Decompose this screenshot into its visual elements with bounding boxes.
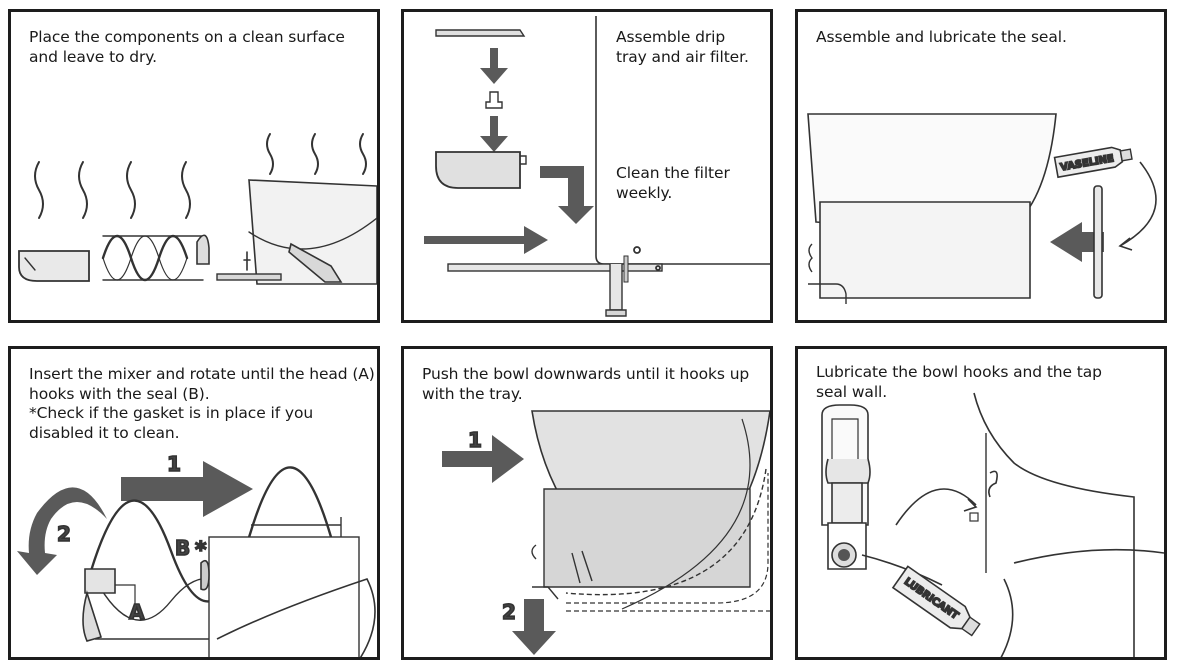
step-3-caption: Assemble and lubricate the seal.	[816, 28, 1067, 48]
caption-line: *Check if the gasket is in place if you	[29, 404, 314, 422]
label-a: A	[129, 600, 145, 624]
caption-line: Lubricate the bowl hooks and the tap	[816, 363, 1102, 381]
step-5-caption: Push the bowl downwards until it hooks u…	[422, 365, 749, 404]
mixer-insertion-illustration: 1 2 A B *	[17, 451, 376, 657]
step-number-1: 1	[468, 428, 482, 452]
caption-line: disabled it to clean.	[29, 423, 180, 442]
step-number-2: 2	[57, 522, 71, 546]
svg-text:*: *	[195, 538, 207, 563]
caption-line: with the tray.	[422, 384, 523, 403]
step-panel-5: Push the bowl downwards until it hooks u…	[401, 346, 773, 660]
step-1-caption: Place the components on a clean surface …	[29, 28, 345, 67]
step-panel-4: Insert the mixer and rotate until the he…	[8, 346, 380, 660]
step-panel-1: Place the components on a clean surface …	[8, 9, 380, 323]
caption-line: tray and air filter.	[616, 47, 749, 66]
caption-line: Insert the mixer and rotate until the he…	[29, 365, 375, 383]
caption-line: seal wall.	[816, 382, 888, 401]
step-panel-6: Lubricate the bowl hooks and the tap sea…	[795, 346, 1167, 660]
step-2-caption-filter: Clean the filter weekly.	[616, 164, 730, 203]
caption-line: Push the bowl downwards until it hooks u…	[422, 365, 750, 383]
drying-components-illustration	[18, 133, 377, 285]
step-panel-3: Assemble and lubricate the seal. VASELIN…	[795, 9, 1167, 323]
caption-line: Clean the filter	[616, 164, 730, 182]
bowl-push-illustration: 1 2	[442, 410, 770, 655]
label-b: B	[175, 536, 190, 560]
step-4-caption: Insert the mixer and rotate until the he…	[29, 365, 375, 443]
step-number-1: 1	[167, 452, 181, 476]
step-6-caption: Lubricate the bowl hooks and the tap sea…	[816, 363, 1102, 402]
bowl-hooks-lubrication-illustration: LUBRICANT	[821, 392, 1164, 657]
seal-lubrication-illustration: VASELINE	[807, 113, 1157, 304]
vaseline-tube-icon: VASELINE	[1053, 146, 1133, 179]
drip-tray-assembly-illustration	[424, 16, 770, 317]
step-2-caption: Assemble drip tray and air filter.	[616, 28, 749, 67]
caption-line: and leave to dry.	[29, 47, 157, 66]
step-number-2: 2	[502, 600, 516, 624]
caption-line: hooks with the seal (B).	[29, 384, 210, 403]
caption-line: Place the components on a clean surface	[29, 28, 345, 46]
step-panel-2: Assemble drip tray and air filter. Clean…	[401, 9, 773, 323]
caption-line: Assemble drip	[616, 28, 726, 46]
lubricant-tube-icon: LUBRICANT	[891, 565, 981, 637]
caption-line: Assemble and lubricate the seal.	[816, 28, 1067, 46]
caption-line: weekly.	[616, 183, 673, 202]
